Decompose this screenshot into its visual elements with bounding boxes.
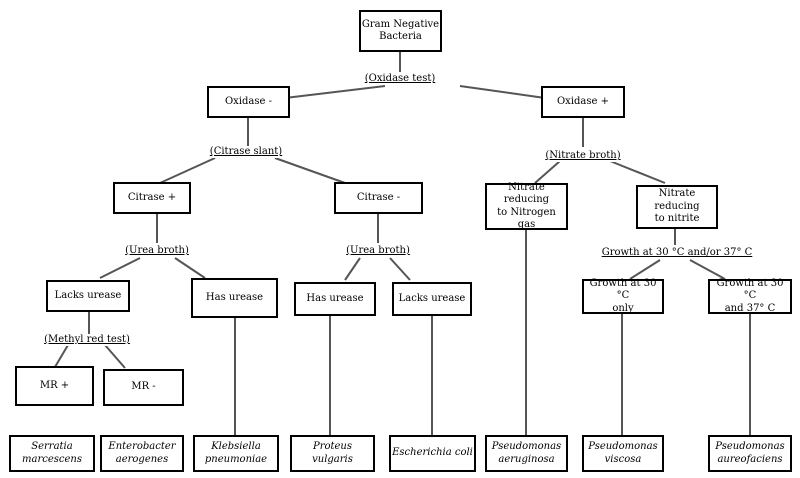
node-lacks-urease-1: Lacks urease [46, 280, 130, 312]
organism-klebsiella-pneumoniae: Klebsiella pneumoniae [193, 435, 279, 472]
node-has-urease-1: Has urease [191, 278, 278, 318]
organism-pseudomonas-aureofaciens: Pseudomonas aureofaciens [708, 435, 792, 472]
test-urea-broth-2: (Urea broth) [346, 245, 410, 257]
organism-pseudomonas-aeruginosa: Pseudomonas aeruginosa [485, 435, 568, 472]
node-growth-30-and-37: Growth at 30 °C and 37° C [708, 278, 792, 314]
node-nitrate-to-nitrite: Nitrate reducing to nitrite [636, 185, 718, 229]
node-citrase-positive: Citrase + [113, 182, 191, 214]
test-methyl-red: (Methyl red test) [44, 334, 130, 346]
organism-escherichia-coli: Escherichia coli [389, 435, 476, 472]
test-oxidase: (Oxidase test) [364, 73, 436, 85]
node-mr-negative: MR - [103, 369, 184, 406]
node-nitrate-to-nitrogen-gas: Nitrate reducing to Nitrogen gas [485, 182, 568, 230]
test-nitrate-broth: (Nitrate broth) [545, 150, 621, 162]
test-urea-broth-1: (Urea broth) [125, 245, 189, 257]
test-growth-temperature: Growth at 30 °C and/or 37° C [601, 247, 753, 259]
node-growth-30-only: Growth at 30 °C only [582, 278, 664, 314]
test-citrase-slant: (Citrase slant) [209, 146, 283, 158]
organism-serratia-marcescens: Serratia marcescens [9, 435, 95, 472]
node-gram-negative-bacteria: Gram Negative Bacteria [359, 10, 442, 52]
node-has-urease-2: Has urease [294, 282, 376, 316]
organism-enterobacter-aerogenes: Enterobacter aerogenes [100, 435, 184, 472]
node-mr-positive: MR + [15, 366, 94, 406]
node-oxidase-negative: Oxidase - [207, 86, 290, 118]
organism-pseudomonas-viscosa: Pseudomonas viscosa [582, 435, 664, 472]
organism-proteus-vulgaris: Proteus vulgaris [290, 435, 375, 472]
node-citrase-negative: Citrase - [334, 182, 423, 214]
node-oxidase-positive: Oxidase + [541, 86, 625, 118]
node-lacks-urease-2: Lacks urease [392, 282, 472, 316]
